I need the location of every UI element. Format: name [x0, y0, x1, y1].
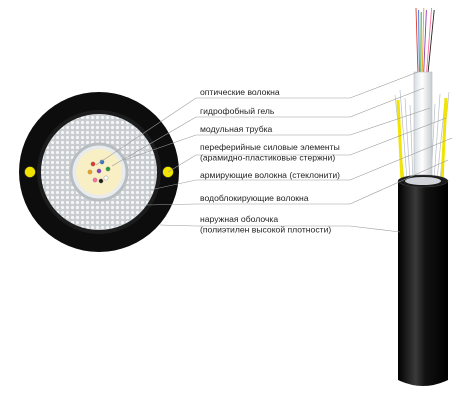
strength-rod-left — [396, 99, 404, 183]
label-text: водоблокирующие волокна — [200, 193, 309, 203]
leader-line — [149, 137, 453, 191]
label-text: наружная оболочка — [200, 214, 278, 224]
label-text: переферийные силовые элементы — [200, 142, 340, 152]
module-tube-side — [413, 71, 433, 185]
optical-fiber-strand — [421, 7, 425, 76]
inner-cut — [405, 177, 441, 185]
optical-fibers-end — [415, 7, 435, 76]
optical-fiber-strand — [427, 9, 435, 76]
optical-fiber-strand — [424, 11, 430, 76]
label-text: модульная трубка — [200, 124, 273, 134]
label-text: (полиэтилен высокой плотности) — [200, 225, 331, 235]
optical-fiber — [87, 169, 93, 175]
optical-fiber-strand — [415, 7, 419, 76]
optical-fiber-strand — [423, 9, 427, 76]
label-text: гидрофобный гель — [200, 106, 275, 116]
leader-line — [167, 117, 447, 173]
leader-line — [145, 159, 449, 206]
cable-side-view — [394, 7, 450, 386]
strength-rod-right — [440, 97, 448, 183]
labels: оптические волокна гидрофобный гель модуль… — [200, 87, 340, 235]
leader-line — [95, 71, 419, 166]
label-text: армирующие волокна (стеклонити) — [200, 170, 340, 180]
optical-fiber-strand — [425, 7, 433, 76]
optical-fiber — [98, 178, 104, 184]
optical-fiber — [90, 161, 96, 167]
leader-line — [123, 107, 431, 161]
leader-lines — [95, 71, 453, 233]
optical-fiber — [96, 168, 102, 174]
leader-line — [111, 87, 425, 167]
outer-jacket-side — [398, 176, 448, 386]
strength-member-left — [24, 166, 36, 178]
optical-fiber — [103, 175, 109, 181]
optical-fiber — [99, 159, 105, 165]
optical-fibers — [87, 159, 111, 184]
optical-fiber — [105, 166, 111, 172]
optical-fiber — [92, 177, 98, 183]
label-text: (арамидно-пластиковые стержни) — [200, 153, 335, 163]
leader-line — [159, 224, 401, 233]
cross-section — [19, 92, 179, 252]
label-text: оптические волокна — [200, 87, 280, 97]
optical-fiber-strand — [418, 9, 420, 76]
